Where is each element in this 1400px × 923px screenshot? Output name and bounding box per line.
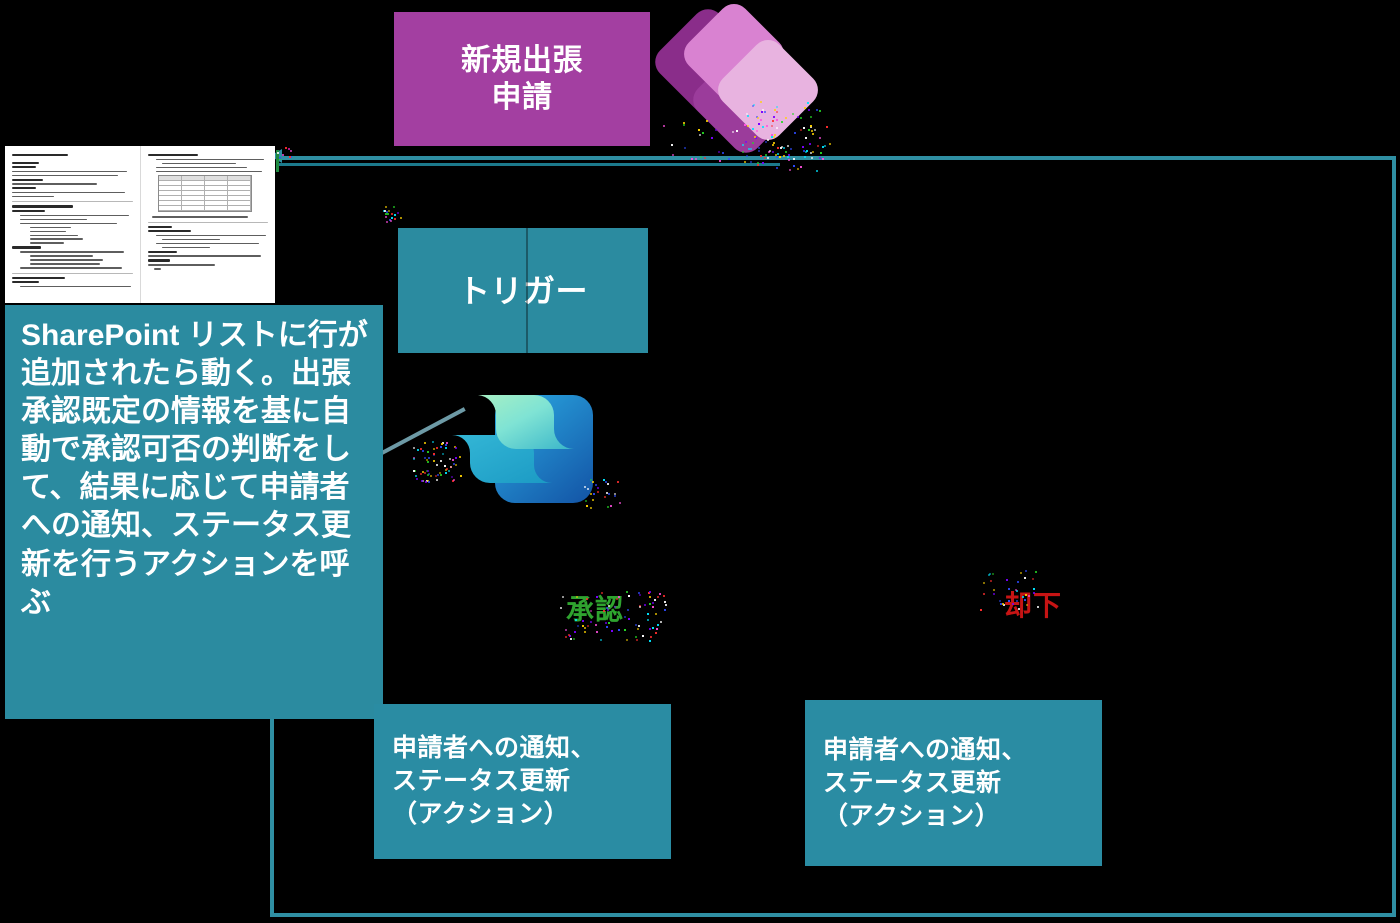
document-table bbox=[158, 175, 252, 212]
document-page-left bbox=[5, 146, 140, 303]
connector-left-stub bbox=[276, 150, 279, 172]
branch-label-approve: 承認 bbox=[566, 588, 624, 628]
document-page-right bbox=[140, 146, 275, 303]
node-new-trip-request[interactable]: 新規出張申請 bbox=[394, 12, 650, 146]
connector-top-horizontal-2 bbox=[276, 163, 780, 166]
node-trigger-seam bbox=[526, 228, 528, 353]
connector-top-horizontal bbox=[276, 156, 1396, 160]
branch-label-reject: 却下 bbox=[1004, 584, 1062, 624]
callout-description-text: SharePoint リストに行が追加されたら動く。出張承認既定の情報を基に自動… bbox=[21, 319, 368, 619]
node-action-approve-label: 申請者への通知、ステータス更新（アクション） bbox=[392, 732, 596, 831]
power-apps-logo-icon bbox=[660, 6, 816, 162]
power-automate-logo-icon bbox=[440, 385, 615, 540]
node-action-reject[interactable]: 申請者への通知、ステータス更新（アクション） bbox=[805, 700, 1102, 866]
node-action-approve[interactable]: 申請者への通知、ステータス更新（アクション） bbox=[374, 704, 671, 859]
callout-description: SharePoint リストに行が追加されたら動く。出張承認既定の情報を基に自動… bbox=[5, 305, 383, 719]
document-thumbnail[interactable] bbox=[5, 146, 275, 303]
node-trigger[interactable]: トリガー bbox=[398, 228, 648, 353]
connector-right-vertical bbox=[1392, 156, 1396, 916]
node-action-reject-label: 申請者への通知、ステータス更新（アクション） bbox=[823, 734, 1027, 833]
connector-left-vertical bbox=[270, 719, 274, 917]
node-new-trip-request-label: 新規出張申請 bbox=[461, 42, 583, 117]
node-trigger-label: トリガー bbox=[458, 271, 588, 311]
connector-bottom-horizontal bbox=[270, 913, 1396, 917]
